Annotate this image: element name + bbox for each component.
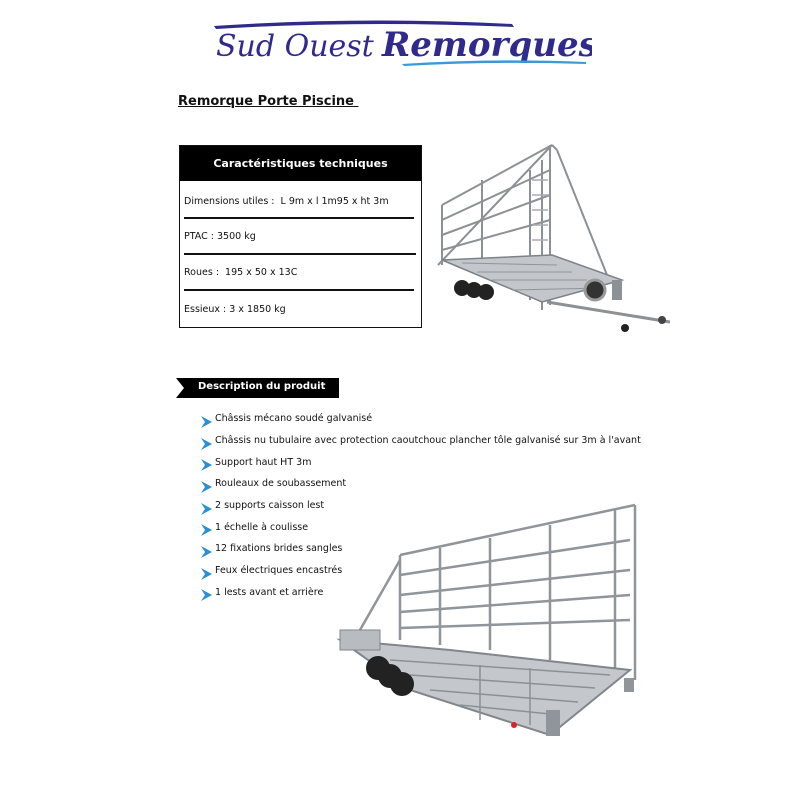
spec-divider xyxy=(184,289,414,291)
list-item: 1 échelle à coulisse xyxy=(200,516,641,538)
logo-text-sud-ouest: Sud Ouest xyxy=(216,29,375,64)
chevron-right-icon xyxy=(200,500,212,515)
feature-text: 2 supports caisson lest xyxy=(215,500,325,512)
chevron-right-icon xyxy=(200,456,212,472)
feature-list: Châssis mécano soudé galvanisé Châssis n… xyxy=(200,408,641,603)
chevron-right-icon xyxy=(200,478,212,493)
chevron-right-icon xyxy=(200,543,212,558)
logo-text-remorques: Remorques xyxy=(381,25,592,65)
spec-row-dimensions: Dimensions utiles : L 9m x l 1m95 x ht 3… xyxy=(184,196,389,207)
list-item: Support haut HT 3m xyxy=(200,451,641,473)
list-item: Rouleaux de soubassement xyxy=(200,473,641,495)
spec-row-roues: Roues : 195 x 50 x 13C xyxy=(184,267,298,278)
list-item: 1 lests avant et arrière xyxy=(200,582,641,604)
feature-text: 1 lests avant et arrière xyxy=(215,586,324,598)
feature-text: Feux électriques encastrés xyxy=(215,565,343,577)
specs-table: Caractéristiques techniques Dimensions u… xyxy=(179,145,422,328)
description-banner-label: Description du produit xyxy=(198,381,326,392)
specs-header: Caractéristiques techniques xyxy=(180,146,421,181)
trailer-photo-bottom xyxy=(330,500,640,745)
chevron-right-icon xyxy=(200,435,212,450)
list-item: Châssis nu tubulaire avec protection cao… xyxy=(200,430,641,452)
spec-row-essieux: Essieux : 3 x 1850 kg xyxy=(184,304,286,315)
chevron-right-icon xyxy=(200,521,212,537)
list-item: 12 fixations brides sangles xyxy=(200,538,641,560)
spec-row-ptac: PTAC : 3500 kg xyxy=(184,231,256,242)
spec-divider xyxy=(184,253,416,255)
feature-text: Support haut HT 3m xyxy=(215,456,312,468)
feature-text: 12 fixations brides sangles xyxy=(215,543,343,555)
spec-divider xyxy=(184,217,414,219)
brand-logo: Sud Ouest Remorques xyxy=(212,18,592,70)
description-banner: Description du produit xyxy=(176,378,339,398)
feature-text: 1 échelle à coulisse xyxy=(215,521,309,533)
feature-text: Rouleaux de soubassement xyxy=(215,478,347,490)
list-item: 2 supports caisson lest xyxy=(200,495,641,517)
trailer-photo-top xyxy=(432,140,672,336)
list-item: Feux électriques encastrés xyxy=(200,560,641,582)
feature-text: Châssis mécano soudé galvanisé xyxy=(215,413,373,425)
page-title: Remorque Porte Piscine xyxy=(178,94,359,109)
chevron-right-icon xyxy=(200,565,212,580)
chevron-right-icon xyxy=(200,413,212,428)
chevron-right-icon xyxy=(200,586,212,602)
list-item: Châssis mécano soudé galvanisé xyxy=(200,408,641,430)
feature-text: Châssis nu tubulaire avec protection cao… xyxy=(215,435,641,447)
